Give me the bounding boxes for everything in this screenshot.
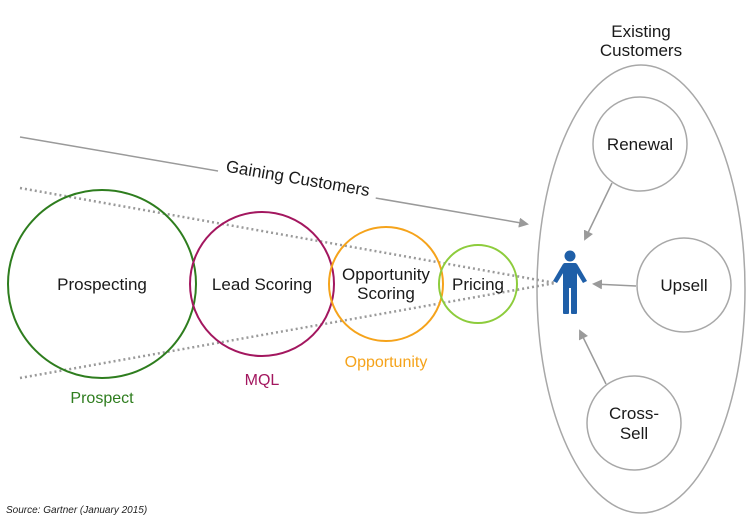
upsell-circle xyxy=(636,237,732,333)
cross-sell-label-line2: Sell xyxy=(620,424,648,443)
source-note: Source: Gartner (January 2015) xyxy=(6,505,148,516)
person-icon xyxy=(553,250,587,314)
opportunity-scoring-label-line2: Scoring xyxy=(357,284,415,303)
renewal-arrow xyxy=(583,182,613,241)
existing-customers-ellipse xyxy=(536,64,746,514)
funnel-top-line xyxy=(19,186,556,285)
existing-customers-title-line1: Existing xyxy=(611,22,671,41)
lead-scoring-label: Lead Scoring xyxy=(212,275,312,294)
opportunity-scoring-label-line1: Opportunity xyxy=(342,265,430,284)
upsell-label: Upsell xyxy=(660,276,707,295)
stage-prospect-label: Prospect xyxy=(70,390,134,407)
lead-scoring-circle xyxy=(189,211,335,357)
prospecting-circle xyxy=(7,189,197,379)
prospecting-label: Prospecting xyxy=(57,275,147,294)
renewal-label: Renewal xyxy=(607,135,673,154)
pricing-circle xyxy=(438,244,518,324)
stage-mql-label: MQL xyxy=(245,372,280,389)
funnel-bottom-line xyxy=(19,281,556,380)
cross-sell-arrow xyxy=(579,329,607,385)
upsell-arrow xyxy=(592,279,637,290)
cross-sell-label-line1: Cross- xyxy=(609,404,659,423)
gaining-customers-label-bg xyxy=(217,152,379,204)
renewal-circle xyxy=(592,96,688,192)
gaining-customers-label: Gaining Customers xyxy=(225,157,372,200)
stage-opportunity-label: Opportunity xyxy=(345,354,428,371)
pricing-label: Pricing xyxy=(452,275,504,294)
opportunity-scoring-circle xyxy=(328,226,444,342)
existing-customers-title-line2: Customers xyxy=(600,41,682,60)
cross-sell-circle xyxy=(586,375,682,471)
